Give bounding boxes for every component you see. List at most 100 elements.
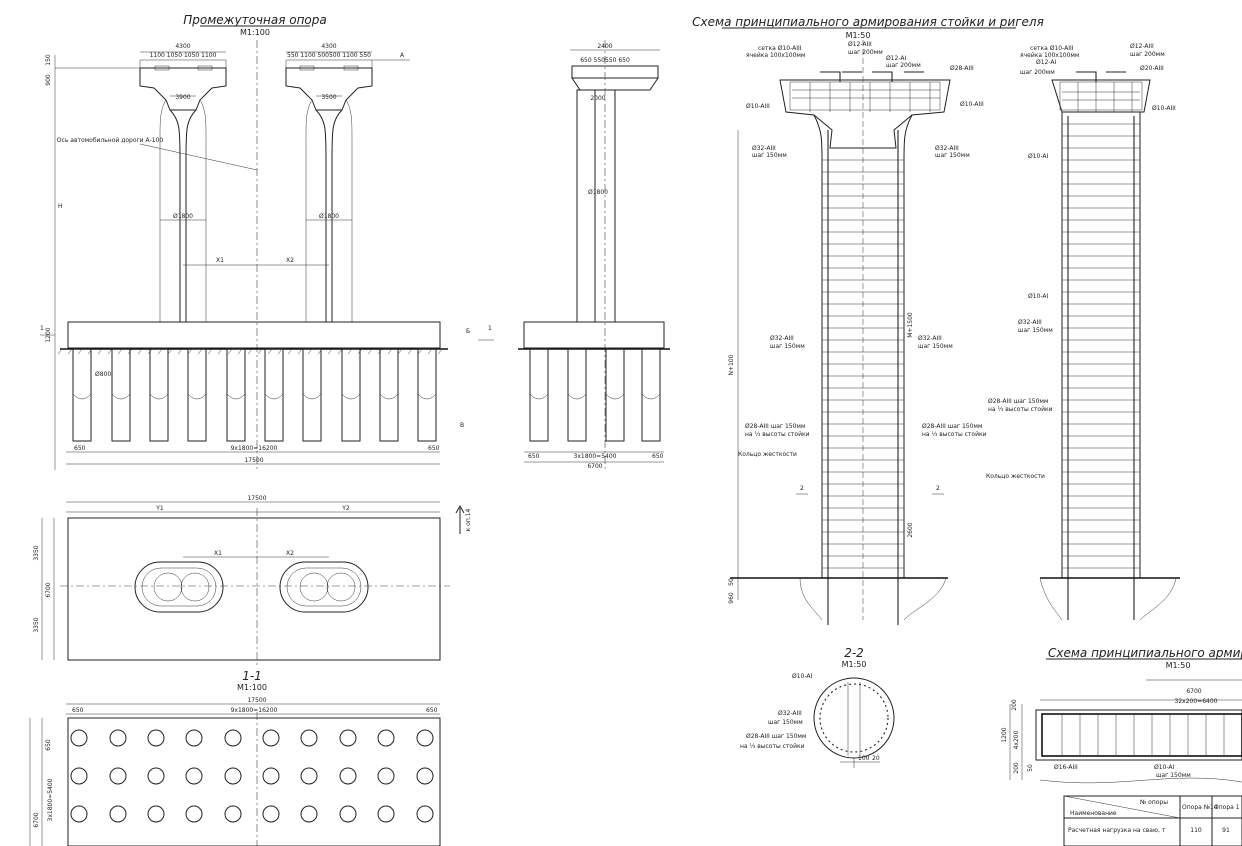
dim-3350-bot: 3350 — [33, 617, 40, 632]
dim-650-side-l: 650 — [528, 453, 540, 460]
pile-grid — [29, 703, 441, 846]
grillage — [67, 321, 441, 349]
dim-22-100: 100 — [858, 755, 870, 762]
dim-d800: Ø800 — [95, 371, 111, 378]
dim-grid-650-r: 650 — [426, 707, 438, 714]
rb-side-20: Ø20-AIII — [1140, 65, 1164, 72]
column-rebar-front — [779, 40, 951, 625]
rb-10aiii-r: Ø10-AIII — [960, 101, 984, 108]
rb-side-mesh: сетка Ø10-AIII — [1030, 45, 1074, 52]
mark-V: В — [460, 422, 464, 429]
column-rebar-side — [1039, 71, 1180, 621]
table-col-15: Опора 1 — [1214, 804, 1240, 811]
dim-650-side-r: 650 — [652, 453, 664, 460]
rb-side-12aiii: Ø12-AIII — [1130, 43, 1154, 50]
dim-grid-span: 9x1800=16200 — [231, 707, 278, 714]
dim-N100: N+100 — [728, 354, 735, 375]
dim-side-span: 3x1800=5400 — [574, 453, 617, 460]
bottom-right-scale: М1:50 — [1166, 661, 1191, 670]
sec-2-right: 2 — [936, 485, 940, 492]
rb-side-12ai: Ø12-AI — [1036, 59, 1056, 66]
rb-br-150: шаг 150мм — [1156, 772, 1191, 779]
section-11-title: 1-1 — [242, 669, 262, 683]
rb-step200-2: шаг 200мм — [886, 62, 921, 69]
dim-4300-right: 4300 — [321, 43, 336, 50]
plan-x2: X2 — [286, 550, 294, 557]
mark-B: Б — [466, 328, 470, 335]
dim-650-l: 650 — [74, 445, 86, 452]
dim-piles-span: 9x1800=16200 — [231, 445, 278, 452]
rb-32-l: Ø32-AIII — [752, 145, 776, 152]
rb-br-16: Ø16-AIII — [1054, 764, 1078, 771]
dim-grid-650-v: 650 — [45, 739, 52, 751]
rb-32-r: Ø32-AIII — [935, 145, 959, 152]
load-table — [1063, 795, 1242, 846]
rb-150-l: шаг 150мм — [752, 152, 787, 159]
sec-2-left: 2 — [800, 485, 804, 492]
label-x1: X1 — [216, 257, 224, 264]
dim-2000: 2000 — [590, 95, 605, 102]
dim-6700-side: 6700 — [587, 463, 602, 470]
rb-side-third: на ⅓ высоты стойки — [988, 406, 1053, 413]
rb-step200: шаг 200мм — [848, 49, 883, 56]
dim-3500: 3500 — [321, 94, 336, 101]
rb-side-10ai: Ø10-AI — [1028, 153, 1048, 160]
rb-side-150: шаг 150мм — [1018, 327, 1053, 334]
mark-A: А — [400, 52, 405, 59]
dim-650-r: 650 — [428, 445, 440, 452]
rb-side-cell: ячейка 100x100мм — [1020, 52, 1079, 59]
dim-br-250: 200 — [1011, 699, 1018, 711]
dim-cap-parts-right: 550 1100 500500 1100 550 — [287, 52, 371, 59]
rb-side-28: Ø28-AIII шаг 150мм — [988, 398, 1048, 405]
dim-50: 50 — [728, 578, 735, 586]
dim-grid-6700: 6700 — [33, 812, 40, 827]
dim-br-6700: 6700 — [1186, 688, 1201, 695]
dim-grid-17500: 17500 — [247, 697, 266, 704]
table-val-15: 91 — [1222, 827, 1230, 834]
rb-side-step: шаг 200мм — [1020, 69, 1055, 76]
dim-d1800-left: Ø1800 — [173, 213, 193, 220]
rb-side-10aiii: Ø10-AIII — [1152, 105, 1176, 112]
table-row-label: Расчетная нагрузка на сваю, т — [1068, 827, 1166, 834]
side-elevation — [518, 40, 670, 470]
rb-22-32: Ø32-AIII — [778, 710, 802, 717]
rb-28-l: Ø28-AIII шаг 150мм — [745, 423, 805, 430]
section-22-scale: М1:50 — [842, 660, 867, 669]
dim-br-50: 50 — [1027, 764, 1034, 772]
plan-y2: Y2 — [341, 505, 350, 512]
cap-left — [139, 59, 227, 322]
dim-H: H — [58, 203, 63, 210]
dim-22-20: 20 — [872, 755, 880, 762]
dim-150: 150 — [45, 54, 52, 66]
column-stirrups-side — [1062, 123, 1140, 569]
road-axis-label: Ось автомобильной дороги А-100 — [57, 137, 164, 144]
rb-br-10ai: Ø10-AI — [1154, 764, 1174, 771]
section-22-circle — [813, 677, 895, 768]
rb-side-10ai-2: Ø10-AI — [1028, 293, 1048, 300]
rb-150-r2: шаг 150мм — [918, 343, 953, 350]
left-scale: М1:100 — [240, 28, 270, 37]
plan-view — [41, 501, 465, 668]
rb-32-r2: Ø32-AIII — [918, 335, 942, 342]
rb-28-r: Ø28-AIII шаг 150мм — [922, 423, 982, 430]
table-col-support: № опоры — [1140, 799, 1168, 806]
right-scale: М1:50 — [846, 31, 871, 40]
right-title: Схема принципиального армирования стойки… — [692, 15, 1044, 29]
piles-elevation — [72, 348, 437, 442]
dim-d1800-right: Ø1800 — [319, 213, 339, 220]
column-front-ground — [730, 130, 948, 621]
dim-br-32x200: 32x200=6400 — [1175, 698, 1218, 705]
rb-side-ring: Кольцо жесткости — [986, 473, 1045, 480]
rb-22-third: на ⅓ высоты стойки — [740, 743, 805, 750]
dim-br-200: 200 — [1013, 762, 1020, 774]
pile-circles — [70, 729, 434, 823]
dim-grid-side-span: 3x1800=5400 — [47, 778, 54, 821]
table-val-14: 110 — [1190, 827, 1202, 834]
dim-900: 900 — [45, 74, 52, 86]
crossbar-rebar — [1009, 679, 1242, 784]
column-stirrups-front — [822, 159, 904, 569]
dim-br-1200: 1200 — [1001, 727, 1008, 742]
rb-mesh: сетка Ø10-AIII — [758, 45, 802, 52]
dim-d1800-side: Ø1800 — [588, 189, 608, 196]
dim-br-4x200: 4x200 — [1013, 730, 1020, 749]
